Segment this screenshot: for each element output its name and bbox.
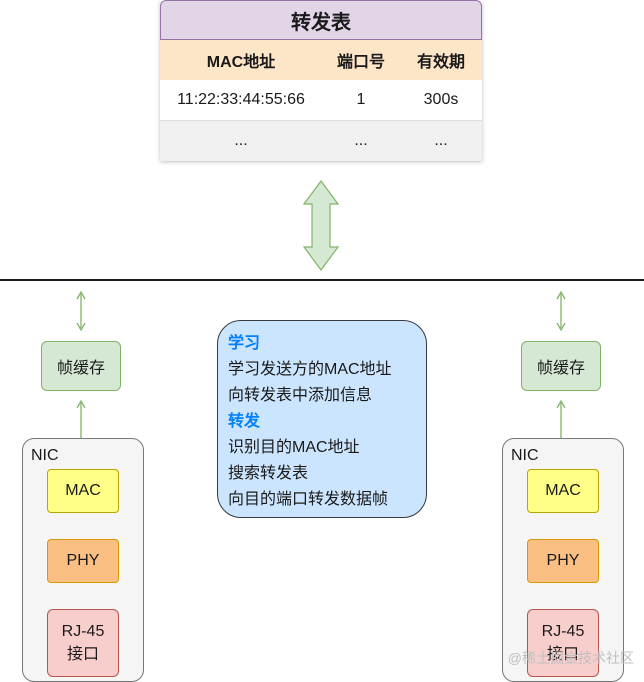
- learn-heading: 学习: [228, 335, 261, 352]
- table-row: ... ... ...: [160, 120, 482, 161]
- forward-heading: 转发: [228, 413, 261, 430]
- cell-mac-address: 11:22:33:44:55:66: [177, 91, 305, 108]
- left-rj45-label: RJ-45: [61, 623, 105, 640]
- left-phy-box: PHY: [47, 539, 119, 583]
- right-mac-box: MAC: [527, 469, 599, 513]
- forward-line: 向目的端口转发数据帧: [228, 491, 389, 508]
- cell-port: 1: [356, 91, 366, 108]
- forwarding-table: 转发表 MAC地址 端口号 有效期 11:22:33:44:55:66 1 30…: [160, 0, 482, 161]
- right-phy-box: PHY: [527, 539, 599, 583]
- separator-line: [0, 279, 644, 281]
- double-arrow-icon: [302, 179, 340, 272]
- cell-mac-address: ...: [234, 132, 248, 149]
- right-rj45-label: RJ-45: [541, 623, 585, 640]
- table-header-row: MAC地址 端口号 有效期: [160, 40, 482, 80]
- left-nic-label: NIC: [31, 447, 59, 464]
- left-nic: NIC MAC PHY RJ-45 接口: [22, 438, 144, 682]
- right-rj45-port: RJ-45 接口: [527, 609, 599, 677]
- table-title: 转发表: [160, 0, 482, 40]
- header-port: 端口号: [336, 54, 385, 71]
- right-rj45-sublabel: 接口: [546, 646, 579, 663]
- learn-line: 向转发表中添加信息: [228, 387, 373, 404]
- cell-port: ...: [354, 132, 368, 149]
- left-mac-box: MAC: [47, 469, 119, 513]
- table-row: 11:22:33:44:55:66 1 300s: [160, 80, 482, 120]
- header-mac-address: MAC地址: [206, 54, 276, 71]
- header-ttl: 有效期: [416, 54, 465, 71]
- right-nic-label: NIC: [511, 447, 539, 464]
- cell-ttl: ...: [434, 132, 448, 149]
- left-frame-buffer: 帧缓存: [41, 341, 121, 391]
- learn-line: 学习发送方的MAC地址: [228, 361, 392, 378]
- right-nic: NIC MAC PHY RJ-45 接口: [502, 438, 624, 682]
- cell-ttl: 300s: [423, 91, 459, 108]
- right-frame-buffer: 帧缓存: [521, 341, 601, 391]
- watermark: @稀土掘金技术社区: [507, 650, 634, 666]
- forward-line: 识别目的MAC地址: [228, 439, 360, 456]
- left-rj45-sublabel: 接口: [66, 646, 99, 663]
- left-rj45-port: RJ-45 接口: [47, 609, 119, 677]
- forward-line: 搜索转发表: [228, 465, 309, 482]
- switch-function-box: 学习 学习发送方的MAC地址 向转发表中添加信息 转发 识别目的MAC地址 搜索…: [217, 320, 427, 518]
